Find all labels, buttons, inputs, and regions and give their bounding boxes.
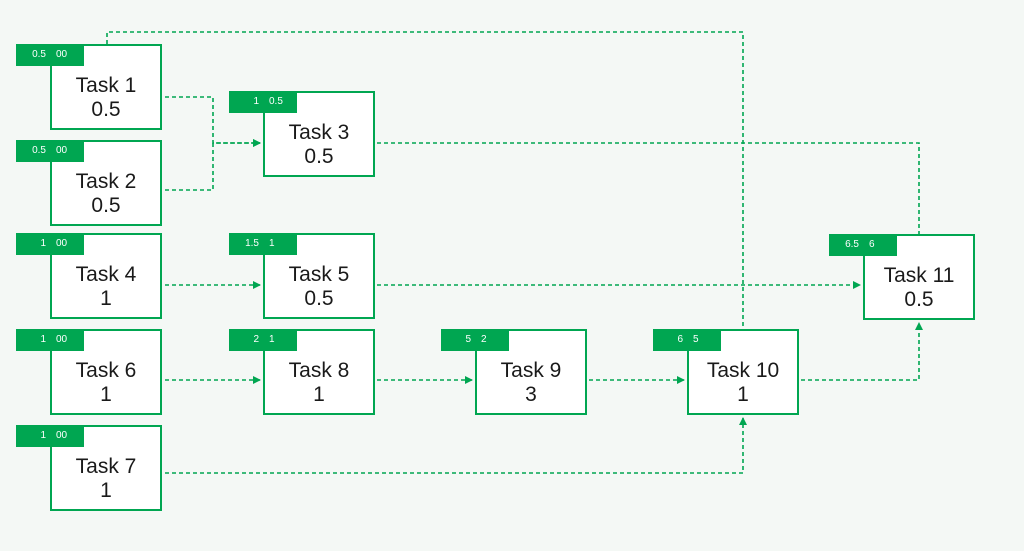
end-badge: 1 <box>16 425 50 447</box>
start-badge: 00 <box>50 44 84 66</box>
task-duration: 3 <box>525 383 537 406</box>
task-duration: 1 <box>100 479 112 502</box>
end-badge: 5 <box>441 329 475 351</box>
task-name: Task 6 <box>75 359 137 382</box>
task-duration: 0.5 <box>904 288 934 311</box>
task-name: Task 4 <box>75 263 137 286</box>
end-badge: 1 <box>16 233 50 255</box>
task-duration: 0.5 <box>91 194 121 217</box>
start-badge: 00 <box>50 329 84 351</box>
start-badge: 1 <box>263 329 297 351</box>
end-badge: 0.5 <box>16 140 50 162</box>
task-duration: 0.5 <box>304 145 334 168</box>
task-duration: 1 <box>737 383 749 406</box>
end-badge: 2 <box>229 329 263 351</box>
start-badge: 00 <box>50 140 84 162</box>
task-name: Task 2 <box>75 170 137 193</box>
start-badge: 00 <box>50 233 84 255</box>
end-badge: 1 <box>229 91 263 113</box>
task-name: Task 3 <box>288 121 350 144</box>
task-duration: 1 <box>313 383 325 406</box>
task-box <box>50 140 162 226</box>
dependency-arrow-t10-to-t11 <box>801 322 923 381</box>
start-badge: 1 <box>263 233 297 255</box>
task-duration: 1 <box>100 287 112 310</box>
dependency-arrow-t1-to-t3 <box>165 96 261 147</box>
task-name: Task 10 <box>706 359 780 382</box>
dependency-arrow-t2-to-t3 <box>165 139 261 191</box>
task-name: Task 9 <box>500 359 562 382</box>
task-duration: 0.5 <box>91 98 121 121</box>
end-badge: 6.5 <box>829 234 863 256</box>
end-badge: 1 <box>16 329 50 351</box>
task-name: Task 1 <box>75 74 137 97</box>
task-duration: 0.5 <box>304 287 334 310</box>
dependency-arrow-t3-to-t11 <box>377 142 923 247</box>
task-box <box>50 233 162 319</box>
task-duration: 1 <box>100 383 112 406</box>
task-name: Task 7 <box>75 455 137 478</box>
task-box <box>50 44 162 130</box>
end-badge: 1.5 <box>229 233 263 255</box>
start-badge: 5 <box>687 329 721 351</box>
task-name: Task 8 <box>288 359 350 382</box>
start-badge: 2 <box>475 329 509 351</box>
task-name: Task 5 <box>288 263 350 286</box>
start-badge: 6 <box>863 234 897 256</box>
dependency-arrow-t7-to-t10 <box>165 417 747 474</box>
end-badge: 6 <box>653 329 687 351</box>
start-badge: 00 <box>50 425 84 447</box>
dependency-arrow-t1-to-t10 <box>106 31 747 341</box>
task-name: Task 11 <box>883 264 955 287</box>
start-badge: 0.5 <box>263 91 297 113</box>
end-badge: 0.5 <box>16 44 50 66</box>
